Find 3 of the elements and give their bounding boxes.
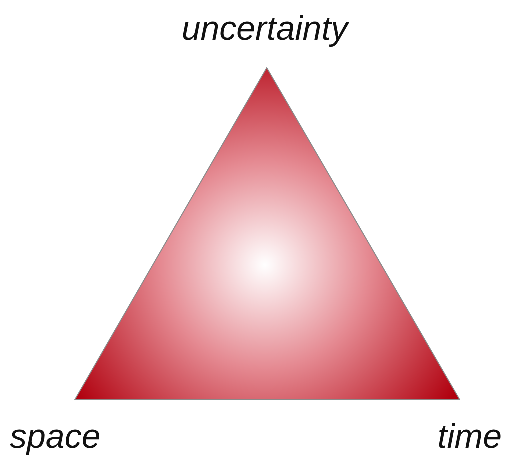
corner-label: uncertainty — [180, 12, 351, 46]
corner-label: time — [436, 420, 502, 454]
corner-label: space — [10, 420, 102, 454]
